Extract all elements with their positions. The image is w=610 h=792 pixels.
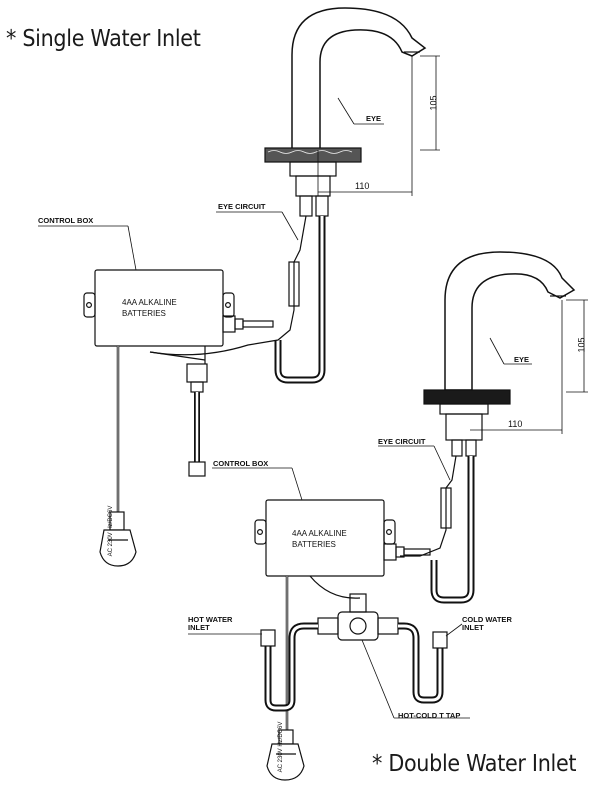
cold-hose (398, 622, 444, 704)
battery-text-single: 4AA ALKALINE BATTERIES (122, 297, 177, 319)
label-eye-circuit-single: EYE CIRCUIT (218, 202, 266, 211)
faucet-double (444, 251, 576, 391)
cold-water-line2: INLET (462, 623, 484, 632)
cold-water-line1: COLD WATER (462, 615, 512, 624)
hot-water-line1: HOT WATER (188, 615, 233, 624)
label-eye-circuit-double: EYE CIRCUIT (378, 437, 426, 446)
heading-single-inlet: * Single Water Inlet (6, 26, 201, 52)
shank-single (289, 161, 337, 217)
dim-height-single: 105 (428, 95, 439, 111)
power-label-single: AC 230V Hz/DC6V (108, 505, 114, 557)
deck-double (423, 389, 511, 405)
label-eye-double: EYE (514, 355, 530, 364)
battery-line1-single: 4AA ALKALINE (122, 298, 177, 307)
label-control-box-single: CONTROL BOX (38, 216, 94, 225)
battery-line2-double: BATTERIES (292, 540, 336, 549)
label-cold-water-inlet: COLD WATER INLET (462, 616, 512, 632)
label-eye-single: EYE (366, 114, 382, 123)
label-t-tap: HOT-COLD T TAP (398, 711, 461, 720)
battery-line1-double: 4AA ALKALINE (292, 529, 347, 538)
label-control-box-double: CONTROL BOX (213, 459, 269, 468)
eye-cable-single (149, 215, 307, 356)
dim-height-double: 105 (576, 337, 587, 353)
hose-single (274, 216, 326, 384)
battery-text-double: 4AA ALKALINE BATTERIES (292, 528, 347, 550)
plug-single (99, 529, 137, 567)
plug-double (266, 743, 305, 781)
control-box-single (83, 269, 274, 347)
dim-reach-single: 110 (355, 181, 370, 191)
t-tap (317, 593, 399, 641)
heading-double-inlet: * Double Water Inlet (372, 751, 577, 777)
eye-cable-double (400, 455, 457, 557)
dim-reach-double: 110 (508, 419, 523, 429)
power-label-double: AC 230V Hz/DC6V (278, 721, 284, 773)
faucet-single (291, 7, 427, 151)
control-box-double (254, 499, 431, 577)
label-hot-water-inlet: HOT WATER INLET (188, 616, 232, 632)
battery-line2-single: BATTERIES (122, 309, 166, 318)
deck-single (264, 147, 362, 163)
hot-water-line2: INLET (188, 623, 210, 632)
